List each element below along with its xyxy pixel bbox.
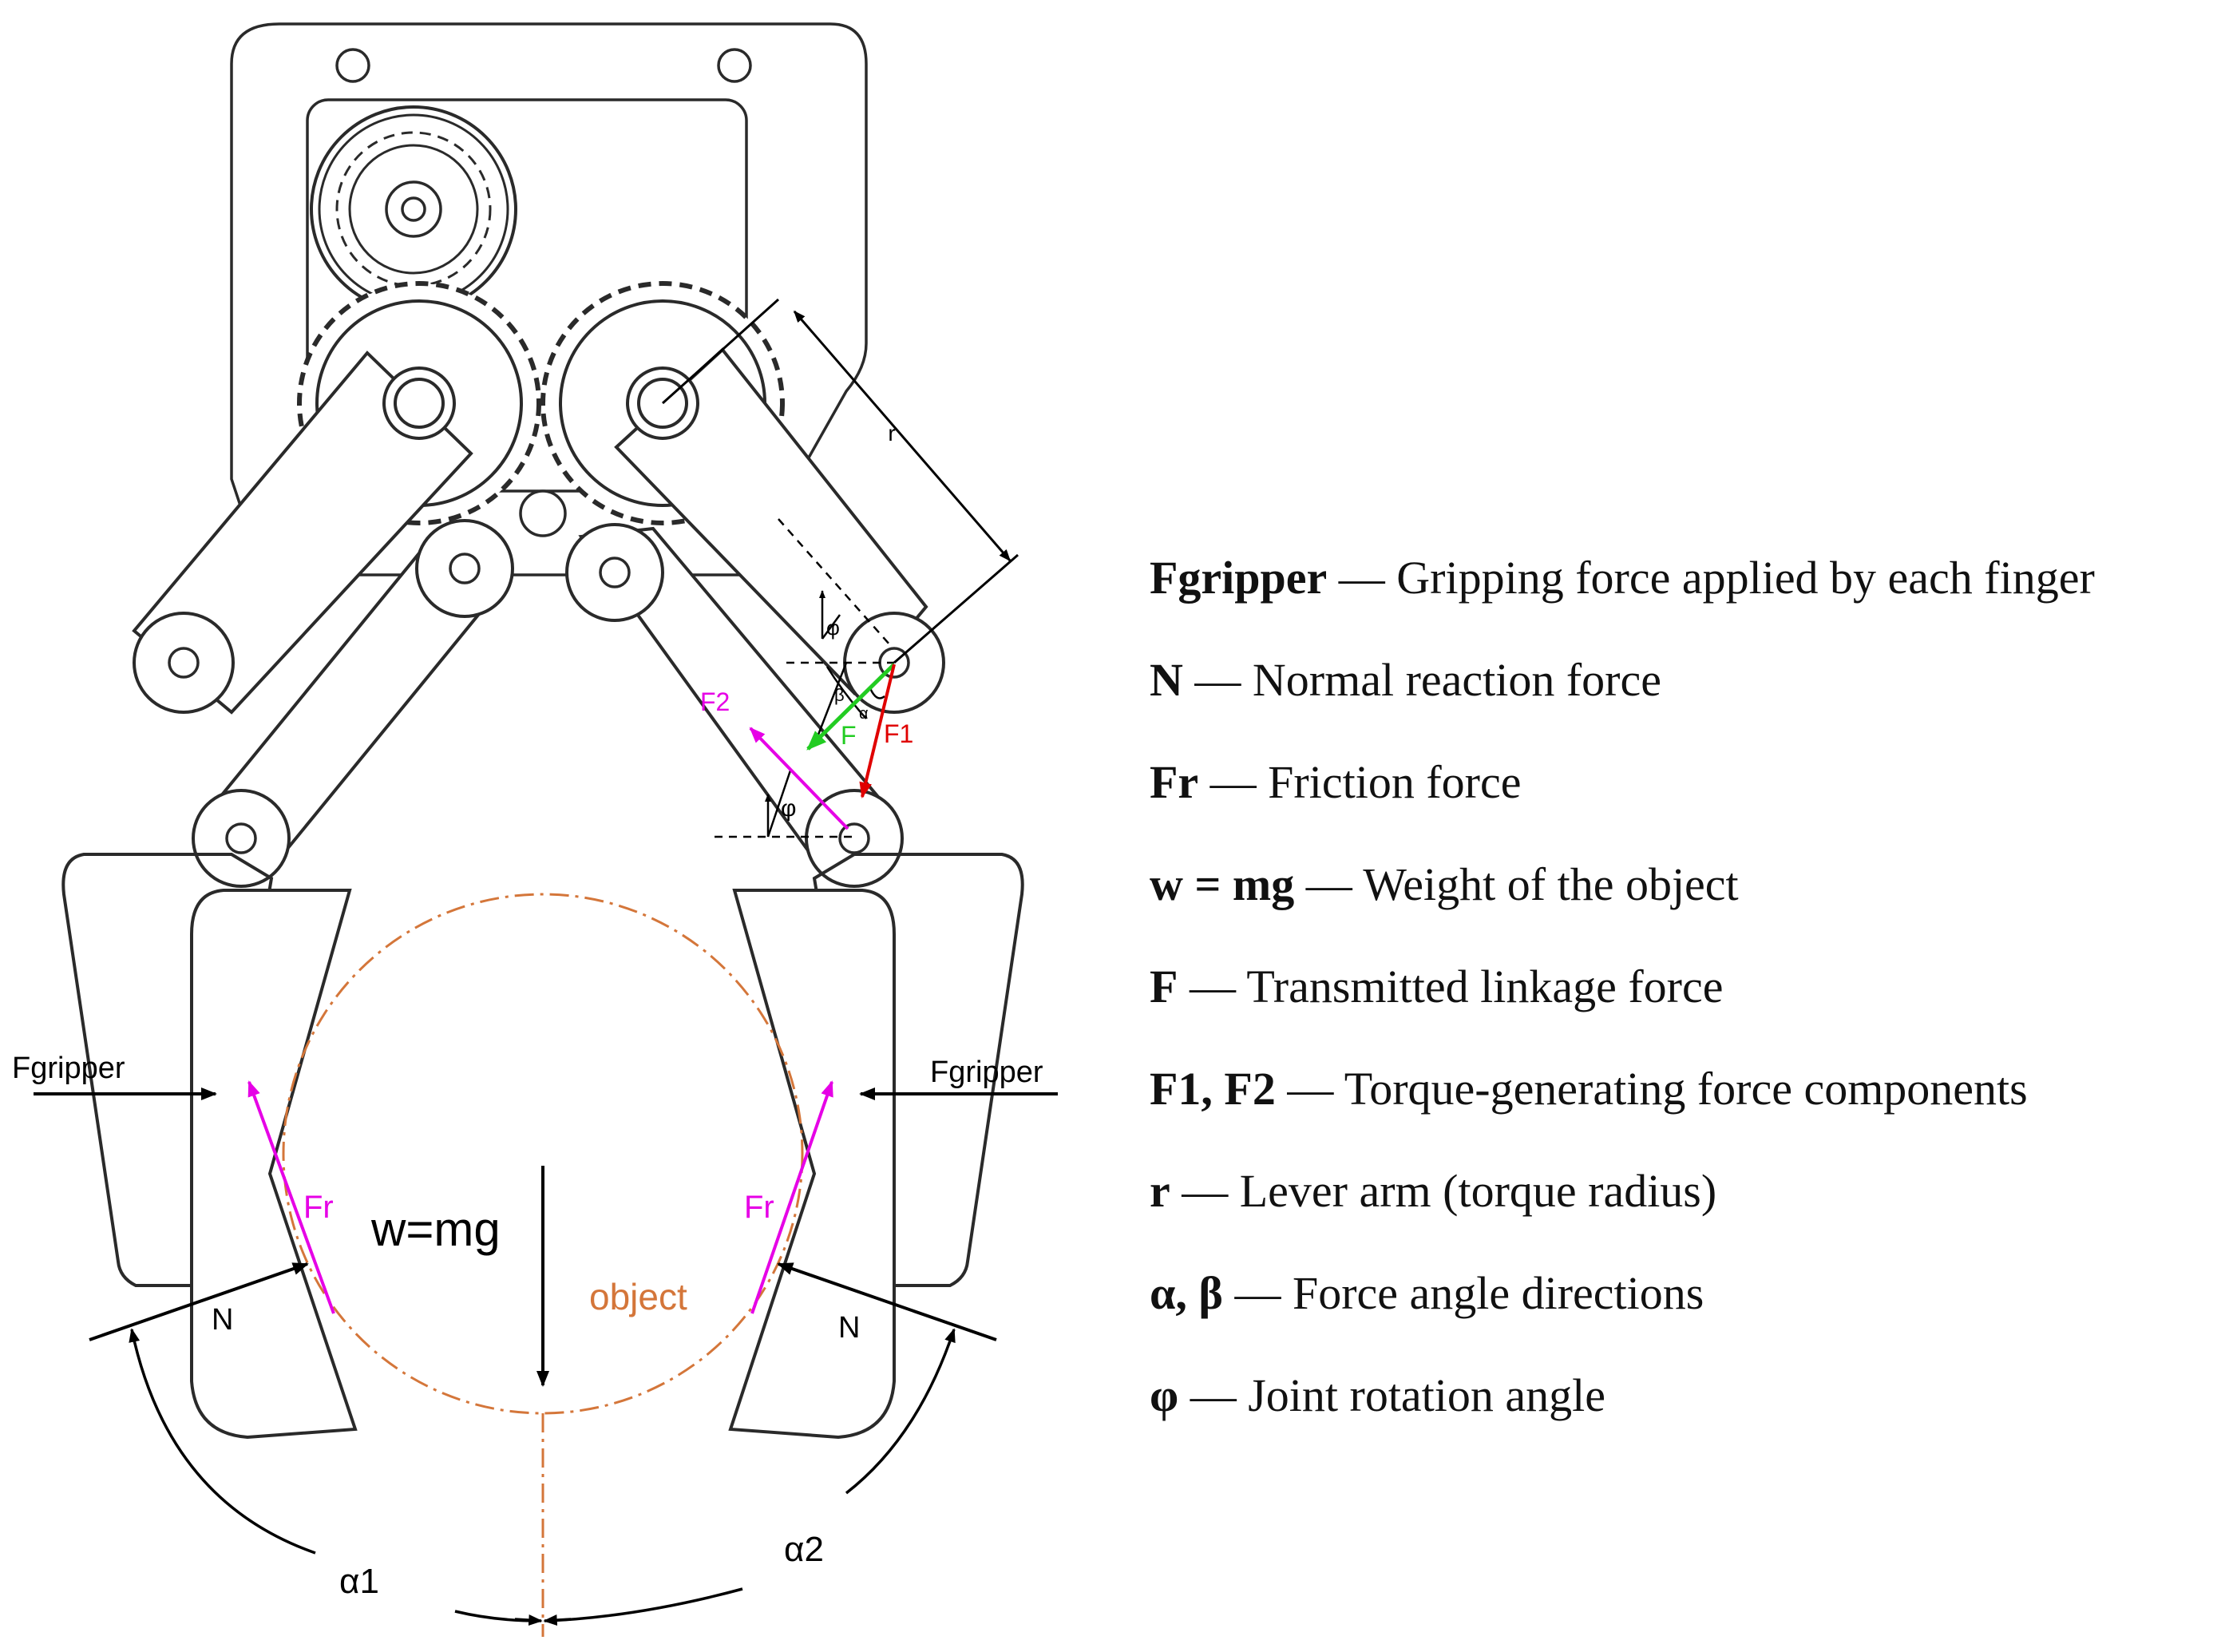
label-n-right: N [838,1311,860,1345]
legend-item-f: F — Transmitted linkage force [1150,961,1724,1012]
legend-item-alpha-beta: α, β — Force angle directions [1150,1267,1704,1319]
n-right-arrow [777,1262,997,1341]
fr-right-arrow [750,1080,833,1314]
label-f1: F1 [884,719,913,748]
alpha-bottom-arc [454,1587,743,1622]
label-phi-lower: φ [781,795,796,822]
legend-item-phi: φ — Joint rotation angle [1150,1369,1606,1421]
label-weight: w=mg [370,1202,501,1256]
f2-arrow [749,727,849,830]
legend-item-fr: Fr — Friction force [1150,756,1522,808]
legend-item-n: N — Normal reaction force [1150,654,1661,706]
legend: Fgripper — Gripping force applied by eac… [1150,543,2211,1463]
label-fr-left: Fr [303,1190,334,1225]
mount-hole-right [717,48,752,83]
fr-left-arrow [247,1080,335,1314]
lower-angle-construction [715,770,854,838]
legend-item-weight: w = mg — Weight of the object [1150,858,1739,910]
right-finger-pad [728,889,896,1440]
left-finger-pad [190,889,358,1440]
angle-construction [778,518,894,735]
n-left-arrow [89,1262,309,1341]
label-n-left: N [212,1303,233,1337]
legend-item-fgripper: Fgripper — Gripping force applied by eac… [1150,552,2095,604]
left-finger-frame [61,853,274,1287]
right-parallel-link [565,523,904,888]
right-finger-frame [812,853,1024,1287]
label-alpha2: α2 [784,1530,824,1569]
pivot-pins [168,553,910,854]
mount-hole-left [335,48,370,83]
label-fgripper-left: Fgripper [12,1052,125,1085]
legend-item-f1-f2: F1, F2 — Torque-generating force compone… [1150,1063,2028,1115]
motor-pinion-gear [310,105,517,313]
f1-arrow [859,664,896,798]
label-alpha-small: α [859,705,869,723]
legend-item-r: r — Lever arm (torque radius) [1150,1165,1717,1217]
label-beta: β [834,685,845,705]
label-alpha1: α1 [339,1562,379,1601]
label-f: F [841,721,857,750]
label-fgripper-right: Fgripper [930,1056,1043,1089]
alpha1-arc [129,1328,316,1555]
alpha2-arc [845,1328,956,1495]
f-arrow [806,663,896,751]
gripper-diagram: r φ β α φ F2 F F1 Fgripper Fgripper Fr F… [12,22,1058,1637]
lever-arm-dimension [661,298,1019,664]
center-idler-pin [519,489,567,537]
label-f2: F2 [700,687,730,716]
label-object: object [589,1276,687,1317]
label-phi-upper: φ [826,616,840,640]
label-r: r [888,421,895,446]
label-fr-right: Fr [744,1190,774,1225]
object-outline [282,893,804,1415]
